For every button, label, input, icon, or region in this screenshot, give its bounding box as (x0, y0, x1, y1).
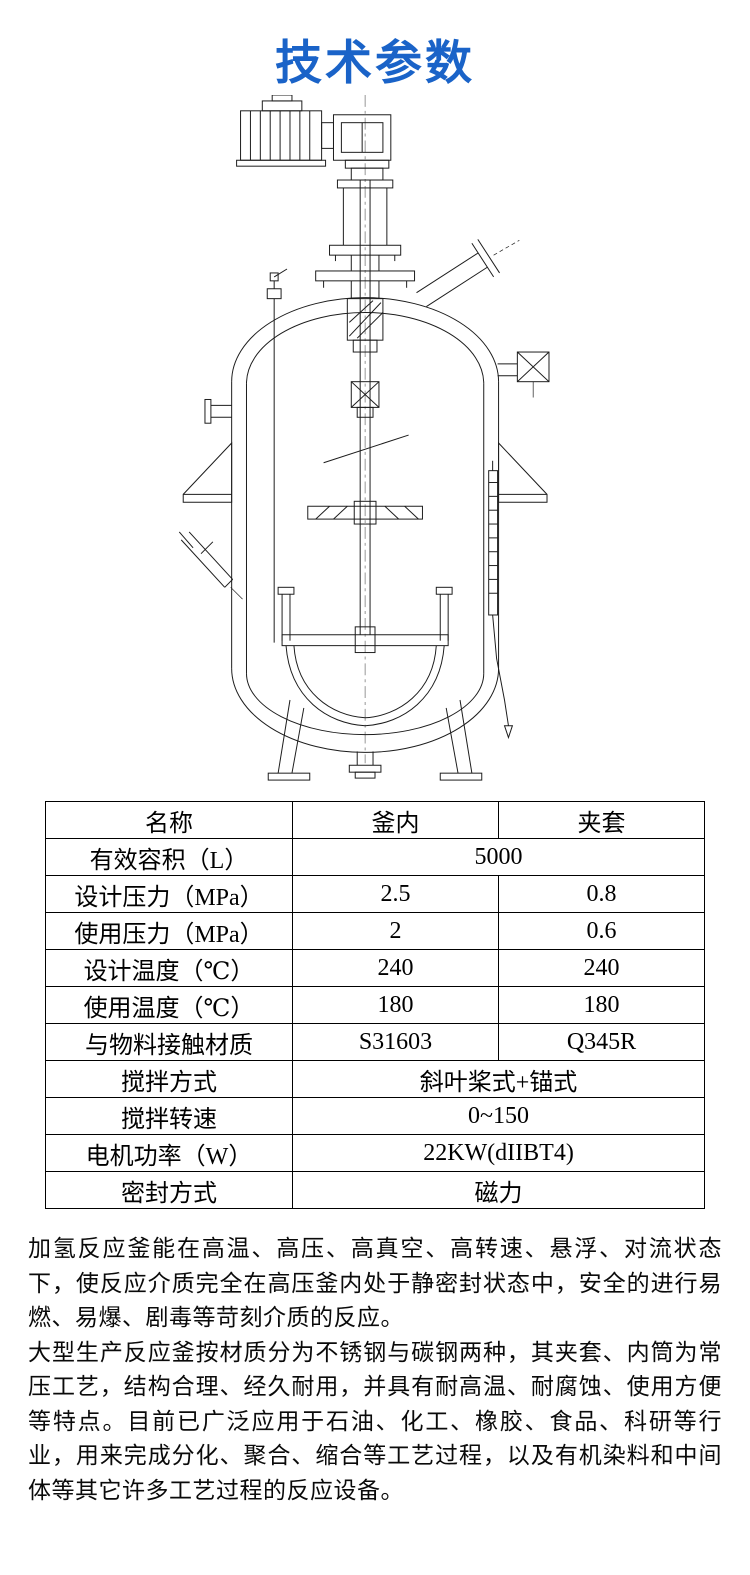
spec-table-header-cell: 名称 (45, 801, 293, 839)
spec-row-label: 电机功率（W） (45, 1134, 293, 1172)
spec-row-value: 5000 (292, 838, 705, 876)
spec-row-label: 设计压力（MPa） (45, 875, 293, 913)
spec-row-label: 与物料接触材质 (45, 1023, 293, 1061)
spec-row-value: 240 (498, 949, 705, 987)
product-spec-page: 技术参数 (0, 36, 750, 1507)
spec-table-header-row: 名称釜内夹套 (45, 801, 705, 839)
spec-row-value: 0~150 (292, 1097, 705, 1135)
spec-row-value: 0.6 (498, 912, 705, 950)
spec-table-row: 电机功率（W）22KW(dIIBT4) (45, 1134, 705, 1172)
spec-row-value: 240 (292, 949, 499, 987)
spec-table-row: 密封方式磁力 (45, 1171, 705, 1209)
spec-row-label: 使用温度（℃） (45, 986, 293, 1024)
spec-table-header-cell: 夹套 (498, 801, 705, 839)
spec-row-value: 磁力 (292, 1171, 705, 1209)
spec-row-value: S31603 (292, 1023, 499, 1061)
spec-row-value: 0.8 (498, 875, 705, 913)
spec-row-label: 使用压力（MPa） (45, 912, 293, 950)
spec-row-value: 180 (292, 986, 499, 1024)
spec-row-label: 搅拌方式 (45, 1060, 293, 1098)
spec-row-value: 斜叶桨式+锚式 (292, 1060, 705, 1098)
spec-row-label: 密封方式 (45, 1171, 293, 1209)
spec-row-value: 180 (498, 986, 705, 1024)
spec-row-value: 2.5 (292, 875, 499, 913)
reactor-technical-drawing (178, 95, 550, 781)
page-title: 技术参数 (275, 36, 475, 89)
spec-row-value: 2 (292, 912, 499, 950)
spec-row-label: 搅拌转速 (45, 1097, 293, 1135)
description-paragraph-2: 大型生产反应釜按材质分为不锈钢与碳钢两种，其夹套、内筒为常压工艺，结构合理、经久… (28, 1338, 722, 1503)
spec-table-row: 有效容积（L）5000 (45, 838, 705, 876)
spec-row-value: Q345R (498, 1023, 705, 1061)
description-paragraph-1: 加氢反应釜能在高温、高压、高真空、高转速、悬浮、对流状态下，使反应介质完全在高压… (28, 1235, 722, 1330)
product-description: 加氢反应釜能在高温、高压、高真空、高转速、悬浮、对流状态下，使反应介质完全在高压… (28, 1231, 722, 1507)
spec-row-value: 22KW(dIIBT4) (292, 1134, 705, 1172)
spec-row-label: 设计温度（℃） (45, 949, 293, 987)
reactor-diagram (0, 95, 750, 787)
spec-row-label: 有效容积（L） (45, 838, 293, 876)
spec-table-header-cell: 釜内 (292, 801, 499, 839)
spec-table-row: 搅拌方式斜叶桨式+锚式 (45, 1060, 705, 1098)
